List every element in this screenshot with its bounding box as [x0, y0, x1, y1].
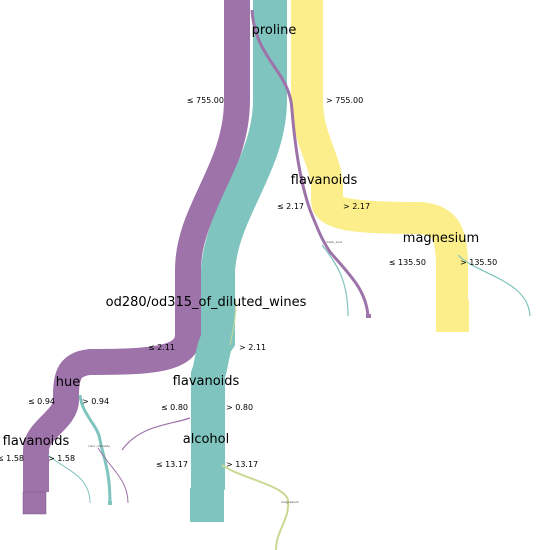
flow-thin-magnesium-right [457, 254, 531, 317]
split-left-proline: ≤ 755.00 [187, 96, 224, 105]
flow-class2-main [291, 0, 468, 300]
flow-thin-flav-mid-left [121, 417, 191, 451]
split-right-proline: > 755.00 [326, 96, 363, 105]
node-label-flavanoids-left: flavanoids [3, 434, 70, 449]
split-right-alcohol: > 13.17 [226, 460, 258, 469]
split-right-od280: > 2.11 [239, 343, 266, 352]
split-right-flavanoids-mid: > 0.80 [226, 403, 253, 412]
split-left-flavanoids-left: ≤ 1.58 [0, 454, 24, 463]
node-label-magnesium-small: magnesium [281, 500, 299, 504]
leaf-class0-flavanoids-left [22, 491, 47, 515]
flow-thin-malic-class1 [321, 244, 349, 317]
node-label-flavanoids-mid: flavanoids [173, 374, 240, 389]
node-label-malic-acid: malic_acid [326, 240, 342, 244]
leaf-class0-thin-right [366, 314, 371, 318]
split-left-magnesium: ≤ 135.50 [389, 258, 426, 267]
split-left-hue: ≤ 0.94 [28, 397, 55, 406]
flow-thin-hue-right-class1 [78, 394, 112, 505]
node-label-magnesium: magnesium [403, 231, 479, 246]
split-left-od280: ≤ 2.11 [148, 343, 175, 352]
split-right-flavanoids-right: > 2.17 [343, 202, 370, 211]
split-left-flavanoids-mid: ≤ 0.80 [161, 403, 188, 412]
flow-thin-flav-left-right [47, 454, 91, 504]
node-label-proline: proline [252, 23, 297, 38]
flow-thin-alcohol-right [221, 464, 290, 550]
leaf-class2-magnesium-left [436, 300, 469, 332]
split-right-magnesium: > 135.50 [460, 258, 497, 267]
split-right-hue: > 0.94 [82, 397, 109, 406]
node-label-od280: od280/od315_of_diluted_wines [106, 295, 307, 310]
split-left-flavanoids-right: ≤ 2.17 [277, 202, 304, 211]
flow-thin-od280-right [229, 299, 237, 346]
leaf-class1-hue-right [108, 501, 112, 505]
flow-class0-main [23, 0, 250, 492]
flow-thin-proline-class0 [250, 9, 370, 317]
flow-class1-main [191, 0, 287, 490]
flow-thin-hue-right-class0 [97, 447, 129, 504]
split-left-alcohol: ≤ 13.17 [156, 460, 188, 469]
node-label-hue: hue [56, 375, 80, 390]
node-label-alcohol: alcohol [183, 432, 229, 447]
node-label-flavanoids-right: flavanoids [291, 173, 358, 188]
split-right-flavanoids-left: > 1.58 [48, 454, 75, 463]
leaf-class1-alcohol-left [190, 488, 224, 522]
node-label-color-intensity: color_intensity [88, 444, 110, 448]
